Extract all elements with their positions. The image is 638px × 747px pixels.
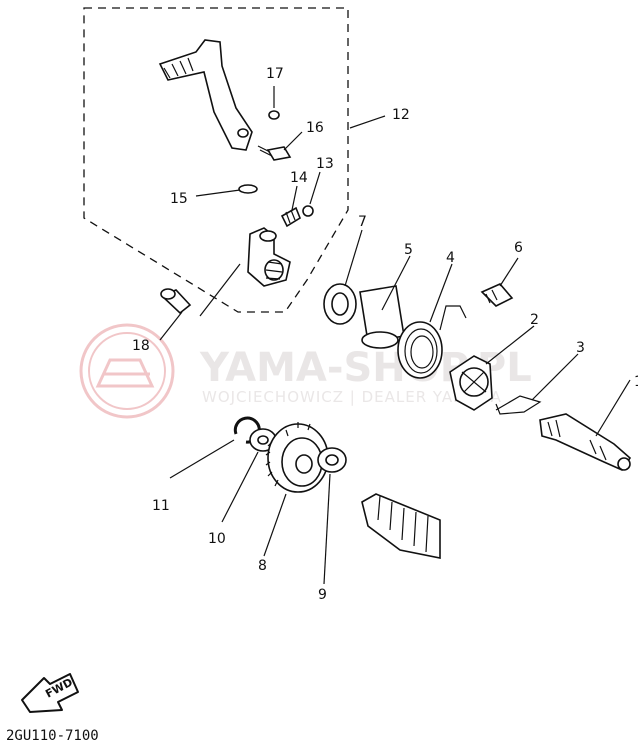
callout-14: 14 xyxy=(290,170,308,186)
bolt-18 xyxy=(160,288,192,315)
ratchet-2 xyxy=(449,355,493,411)
callout-12: 12 xyxy=(392,107,410,123)
callout-5: 5 xyxy=(404,242,413,258)
callout-10: 10 xyxy=(208,531,226,547)
callout-16: 16 xyxy=(306,120,324,136)
nut-17 xyxy=(268,110,280,120)
callout-11: 11 xyxy=(152,498,170,514)
kick-boss xyxy=(247,227,291,287)
kick-shaft-1 xyxy=(539,413,632,472)
clip-15 xyxy=(238,184,258,194)
callout-4: 4 xyxy=(446,250,455,266)
callout-17: 17 xyxy=(266,66,284,82)
washer-9 xyxy=(317,447,347,473)
kick-lever xyxy=(158,39,253,151)
watermark-tagline: WOJCIECHOWICZ | DEALER YAMAHA xyxy=(202,388,502,406)
callout-8: 8 xyxy=(258,558,267,574)
callout-1: 1 xyxy=(634,374,638,390)
leader-lines xyxy=(159,86,631,585)
callout-9: 9 xyxy=(318,587,327,603)
collar-5 xyxy=(359,285,405,349)
bearing-7 xyxy=(323,283,357,325)
assembly-dashed-outline xyxy=(83,7,349,313)
watermark: YAMA-SHOP.PL WOJCIECHOWICZ | DEALER YAMA… xyxy=(79,323,532,419)
callout-7: 7 xyxy=(358,214,367,230)
idle-gear-8 xyxy=(265,422,329,493)
callout-6: 6 xyxy=(514,240,523,256)
watermark-logo xyxy=(79,323,175,419)
spring-14 xyxy=(280,206,301,228)
diagram-code: 2GU110-7100 xyxy=(6,728,99,744)
callout-numbers: 1 2 3 4 5 6 7 8 9 10 11 12 13 14 15 16 1… xyxy=(132,66,638,603)
callout-13: 13 xyxy=(316,156,334,172)
callout-18: 18 xyxy=(132,338,150,354)
callout-15: 15 xyxy=(170,191,188,207)
callout-3: 3 xyxy=(576,340,585,356)
callout-2: 2 xyxy=(530,312,539,328)
plug-6 xyxy=(480,283,514,307)
fwd-arrow-icon: FWD xyxy=(21,673,79,713)
splined-shaft xyxy=(361,493,441,559)
ball-13 xyxy=(302,205,314,217)
clip-spring-3 xyxy=(495,395,542,415)
torsion-spring-4 xyxy=(397,305,467,379)
